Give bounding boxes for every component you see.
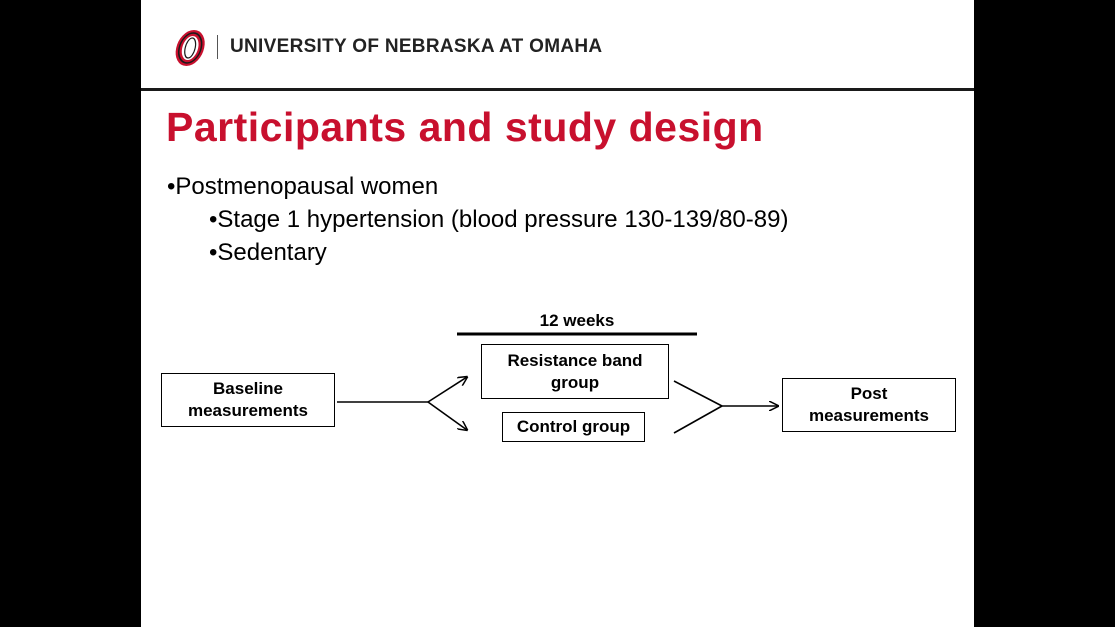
diagram-connectors (337, 332, 974, 434)
baseline-label: Baseline measurements (187, 379, 308, 420)
resistance-merge-line (673, 380, 723, 407)
control-merge-line (673, 405, 723, 434)
presentation-slide: UNIVERSITY OF NEBRASKA AT OMAHA Particip… (141, 0, 974, 627)
control-group-box: Control group (502, 412, 645, 442)
slide-title: Participants and study design (166, 104, 764, 150)
baseline-measurements-box: Baseline measurements (161, 373, 335, 427)
post-measurements-box: Post measurements (782, 378, 956, 432)
arrow-to-resistance (427, 377, 467, 403)
bullet-postmenopausal: •Postmenopausal women (167, 173, 439, 200)
control-label: Control group (516, 417, 631, 436)
bullet-hypertension: •Stage 1 hypertension (blood pressure 13… (209, 206, 789, 233)
slide-header: UNIVERSITY OF NEBRASKA AT OMAHA (141, 0, 974, 91)
header-divider (217, 35, 218, 59)
post-label: Post measurements (808, 384, 929, 425)
resistance-band-group-box: Resistance band group (481, 344, 669, 399)
arrow-to-control (427, 401, 467, 430)
bullet-sedentary: •Sedentary (209, 239, 327, 266)
resistance-label: Resistance band group (507, 350, 643, 392)
uno-o-logo-icon (173, 30, 209, 66)
duration-label: 12 weeks (539, 311, 615, 330)
university-name: UNIVERSITY OF NEBRASKA AT OMAHA (230, 36, 603, 57)
study-design-diagram: 12 weeks Baseline measurements Resistanc… (141, 300, 974, 470)
